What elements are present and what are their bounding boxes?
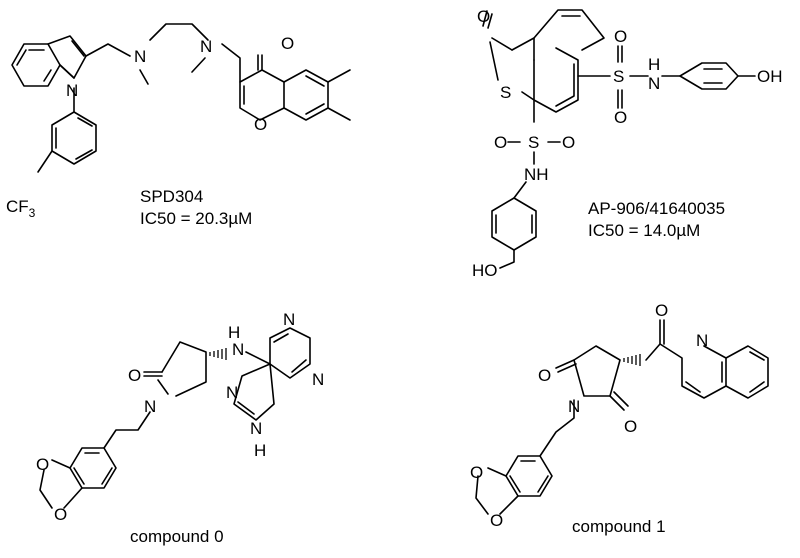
c1-atom-n-imide: N bbox=[568, 397, 580, 416]
ap906-atom-oh1: OH bbox=[757, 67, 783, 86]
molecule-ap906: O S S O O H N OH S O O NH HO AP-906/4164… bbox=[472, 7, 783, 280]
spd304-name: SPD304 bbox=[140, 187, 203, 206]
spd304-ic50: IC50 = 20.3µM bbox=[140, 209, 252, 228]
ap906-name: AP-906/41640035 bbox=[588, 199, 725, 218]
ap906-atom-s2: S bbox=[528, 133, 539, 152]
c0-atom-n3: N bbox=[312, 370, 324, 389]
c0-atom-h9: H bbox=[254, 441, 266, 460]
c1-atom-o-b: O bbox=[490, 511, 503, 530]
c1-atom-o1: O bbox=[538, 366, 551, 385]
ap906-atom-n1: N bbox=[648, 74, 660, 93]
c0-atom-o-b: O bbox=[54, 505, 67, 524]
spd304-atom-n-amine1: N bbox=[134, 47, 146, 66]
c1-atom-o-a: O bbox=[470, 463, 483, 482]
ap906-atom-h1: H bbox=[648, 55, 660, 74]
ap906-ic50: IC50 = 14.0µM bbox=[588, 221, 700, 240]
c0-atom-n7: N bbox=[226, 383, 238, 402]
ap906-atom-s-ring: S bbox=[500, 83, 511, 102]
spd304-atom-o-carbonyl: O bbox=[281, 34, 294, 53]
molecule-compound-1: O O O N N O O compound 1 bbox=[470, 301, 769, 536]
ap906-atom-s1-o2: O bbox=[614, 108, 627, 127]
ap906-atom-ho2: HO bbox=[472, 261, 498, 280]
c0-atom-n9: N bbox=[250, 419, 262, 438]
c1-name: compound 1 bbox=[572, 517, 666, 536]
c1-atom-o-ketone: O bbox=[655, 301, 668, 320]
ap906-atom-o-keto: O bbox=[477, 7, 490, 26]
c0-atom-n1: N bbox=[283, 310, 295, 329]
ap906-atom-s2-o1: O bbox=[494, 133, 507, 152]
spd304-atom-o-ring: O bbox=[254, 115, 267, 134]
c0-atom-h: H bbox=[228, 323, 240, 342]
spd304-atom-cf: CF3 bbox=[6, 197, 36, 220]
c1-atom-n-quin: N bbox=[696, 331, 708, 350]
molecule-compound-0: O N N H N N N N H O O compound 0 bbox=[36, 310, 324, 546]
c0-atom-n-h: N bbox=[232, 340, 244, 359]
ap906-atom-s1: S bbox=[613, 67, 624, 86]
c0-atom-n-ring: N bbox=[144, 397, 156, 416]
molecule-spd304: N N N O O CF3 SPD304 IC50 = 20.3µM bbox=[6, 23, 351, 228]
spd304-atom-n-indole: N bbox=[66, 81, 78, 100]
c0-atom-o-a: O bbox=[36, 455, 49, 474]
c1-atom-o2: O bbox=[624, 417, 637, 436]
ap906-atom-s1-o1: O bbox=[614, 27, 627, 46]
c0-atom-o-lactam: O bbox=[128, 366, 141, 385]
c0-name: compound 0 bbox=[130, 527, 224, 546]
ap906-atom-s2-o2: O bbox=[562, 133, 575, 152]
spd304-atom-n-amine2: N bbox=[200, 37, 212, 56]
ap906-atom-nh2: NH bbox=[524, 165, 549, 184]
